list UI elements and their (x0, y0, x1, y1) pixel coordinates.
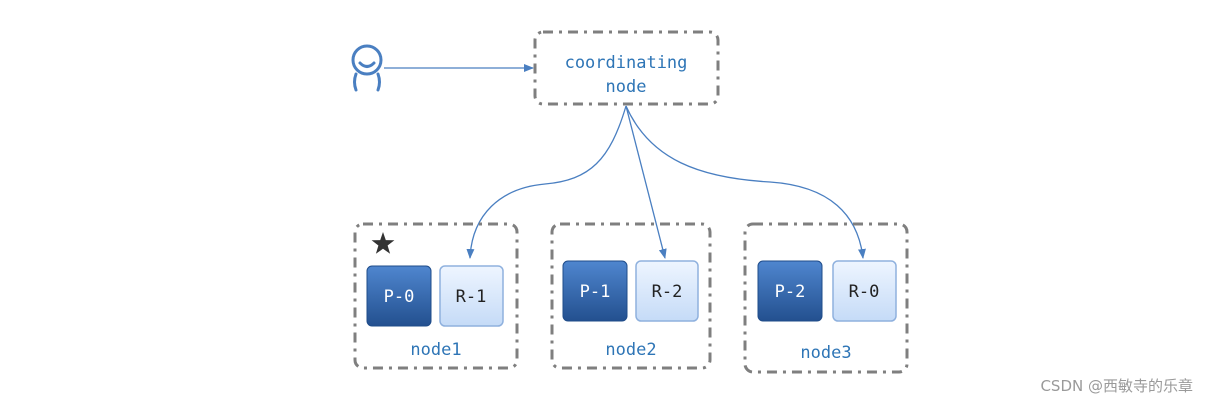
route-arrow-node1 (466, 105, 627, 259)
primary-shard-label: P-2 (775, 282, 806, 302)
primary-shard: P-1 (562, 260, 628, 322)
star-icon (371, 232, 395, 254)
primary-shard: P-0 (366, 265, 432, 327)
node-1: P-0 R-1 node1 (353, 222, 519, 370)
node-label: node3 (800, 343, 851, 363)
node-2: P-1 R-2 node2 (550, 222, 712, 370)
node-label: node1 (410, 340, 461, 360)
replica-shard-label: R-2 (652, 282, 683, 302)
route-arrow-node3 (625, 105, 866, 259)
coordinating-node: coordinating node (533, 30, 720, 106)
node-3: P-2 R-0 node3 (743, 222, 909, 374)
replica-shard: R-1 (439, 265, 504, 327)
watermark: CSDN @西敏寺的乐章 (1040, 377, 1193, 395)
replica-shard: R-2 (635, 260, 699, 322)
coordinating-node-label-line2: node (606, 77, 647, 97)
replica-shard-label: R-1 (456, 287, 487, 307)
replica-shard: R-0 (832, 260, 897, 322)
user-icon (351, 44, 383, 92)
primary-shard-label: P-0 (384, 287, 415, 307)
primary-shard-label: P-1 (580, 282, 611, 302)
node-label: node2 (605, 340, 656, 360)
replica-shard-label: R-0 (849, 282, 880, 302)
coordinating-node-label-line1: coordinating (565, 53, 688, 73)
primary-shard: P-2 (757, 260, 823, 322)
route-arrow-node2 (625, 105, 667, 259)
